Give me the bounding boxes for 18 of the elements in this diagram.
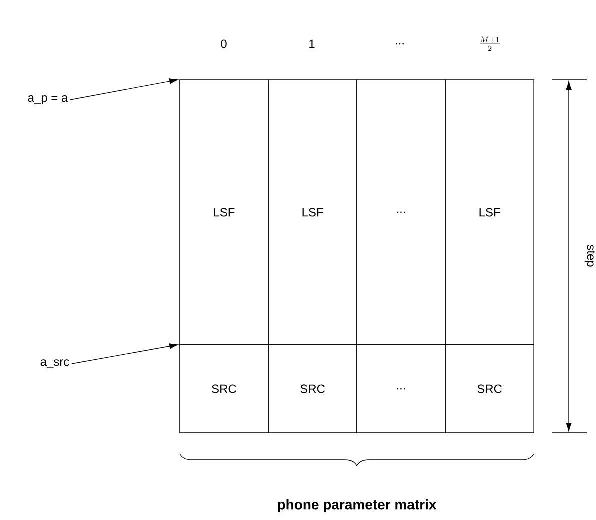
matrix-cell: LSF (268, 80, 358, 346)
column-header: 1 (310, 40, 315, 48)
pointer-arrow (72, 344, 178, 364)
caption: phone parameter matrix (278, 499, 437, 513)
matrix-cell: SRC (268, 344, 358, 434)
pointer-arrow (70, 78, 178, 100)
matrix-cell: SRC (180, 344, 269, 434)
matrix-cell: ... (356, 344, 446, 434)
pointer-label: a_p = a (28, 96, 68, 104)
matrix-cell: SRC (445, 344, 534, 434)
dimension-label: step (584, 245, 596, 267)
column-header: ... (396, 43, 404, 45)
column-header: 0 (221, 40, 227, 48)
pointer-label: a_src (40, 360, 70, 368)
matrix-cell: LSF (180, 80, 269, 346)
matrix-cell: ... (356, 80, 446, 346)
column-header: $\frac{M+1}{2}$ (480, 36, 500, 52)
matrix-cell: LSF (445, 80, 534, 346)
